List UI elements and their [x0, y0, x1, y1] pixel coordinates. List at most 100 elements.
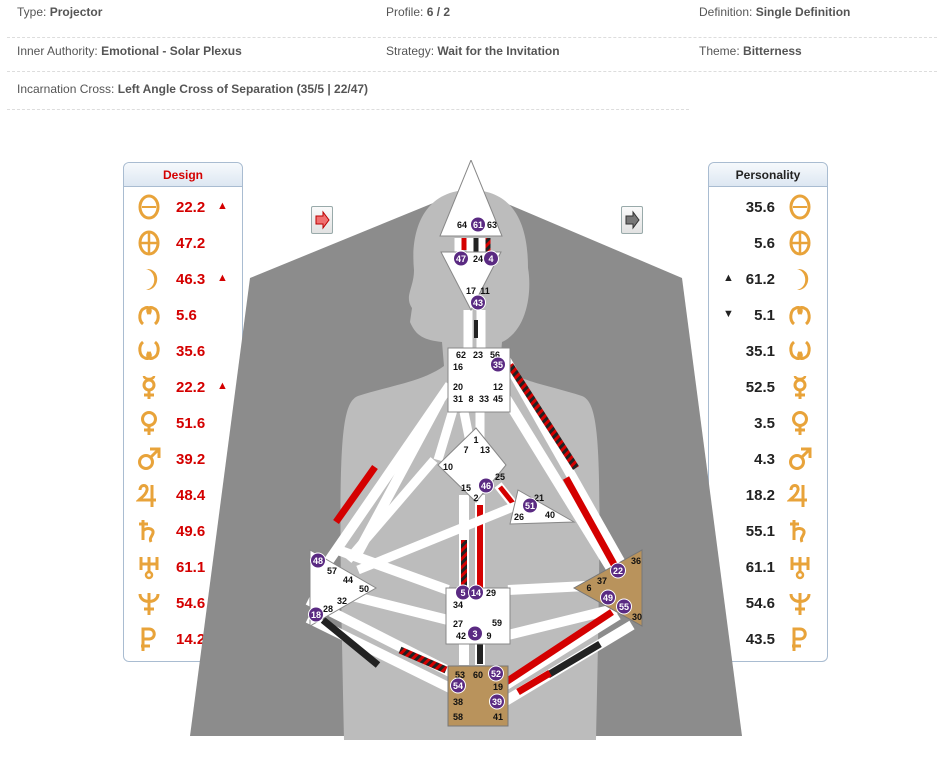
svg-text:23: 23: [473, 350, 483, 360]
personality-gate-value: 43.5: [745, 631, 775, 648]
design-gate-value: 49.6: [176, 523, 206, 540]
svg-text:22: 22: [613, 566, 623, 576]
svg-text:2: 2: [473, 493, 478, 503]
personality-gate-value: 5.6: [754, 235, 775, 252]
gate-32: 32: [337, 596, 347, 606]
up-arrow-icon: ▲: [217, 380, 228, 392]
svg-text:25: 25: [495, 472, 505, 482]
gate-25: 25: [495, 472, 505, 482]
gate-62: 62: [456, 350, 466, 360]
gate-54: 54: [450, 677, 466, 694]
gate-22: 22: [610, 562, 626, 579]
svg-text:31: 31: [453, 394, 463, 404]
svg-text:21: 21: [534, 493, 544, 503]
personality-row: 4.3: [709, 443, 827, 477]
sun-icon: [138, 194, 160, 220]
type-field: Type: Projector: [17, 5, 103, 19]
design-next-button[interactable]: [311, 206, 333, 234]
ajna-center: [440, 251, 502, 312]
svg-text:8: 8: [468, 394, 473, 404]
design-row: 47.2: [124, 227, 242, 261]
design-row: 46.3▲: [124, 263, 242, 297]
svg-text:36: 36: [631, 556, 641, 566]
gate-23: 23: [473, 350, 483, 360]
down-arrow-icon: ▼: [723, 308, 734, 320]
jupiter-icon: [787, 484, 807, 507]
design-row: 48.4: [124, 479, 242, 513]
design-gate-value: 39.2: [176, 451, 206, 468]
gate-18: 18: [308, 606, 324, 623]
gate-52: 52: [488, 665, 504, 682]
personality-gate-value: 55.1: [745, 523, 775, 540]
gate-57: 57: [327, 566, 337, 576]
gate-36: 36: [631, 556, 641, 566]
gate-20: 20: [453, 382, 463, 392]
design-gate-value: 14.2: [176, 631, 206, 648]
profile-field: Profile: 6 / 2: [386, 5, 451, 19]
svg-text:40: 40: [545, 510, 555, 520]
svg-text:9: 9: [486, 631, 491, 641]
earth-icon: [138, 230, 160, 256]
design-row: 22.2▲: [124, 371, 242, 405]
gate-60: 60: [473, 670, 483, 680]
design-row: 39.2: [124, 443, 242, 477]
gate-29: 29: [486, 588, 496, 598]
design-row: 61.1: [124, 551, 242, 585]
svg-text:55: 55: [619, 602, 629, 612]
gate-63: 63: [487, 220, 497, 230]
saturn-icon: [790, 520, 806, 543]
personality-row: 55.1: [709, 515, 827, 549]
svg-text:50: 50: [359, 584, 369, 594]
gate-9: 9: [486, 631, 491, 641]
svg-text:32: 32: [337, 596, 347, 606]
gate-14: 14: [468, 584, 484, 601]
svg-text:4: 4: [488, 254, 493, 264]
svg-text:7: 7: [463, 445, 468, 455]
svg-text:41: 41: [493, 712, 503, 722]
gate-49: 49: [600, 589, 616, 606]
gate-17: 17: [466, 286, 476, 296]
gate-41: 41: [493, 712, 503, 722]
gate-46: 46: [478, 477, 494, 494]
earth-icon: [789, 230, 811, 256]
personality-row: 35.6: [709, 191, 827, 225]
gate-12: 12: [493, 382, 503, 392]
arrow-right-icon: [625, 210, 640, 230]
svg-text:38: 38: [453, 697, 463, 707]
gate-15: 15: [461, 483, 471, 493]
gate-30: 30: [632, 612, 642, 622]
neptune-icon: [138, 593, 160, 615]
definition-field: Definition: Single Definition: [699, 5, 851, 19]
south-node-icon: [138, 340, 160, 360]
personality-gate-value: 18.2: [745, 487, 775, 504]
gate-2: 2: [473, 493, 478, 503]
design-gate-value: 48.4: [176, 487, 206, 504]
personality-gate-value: 5.1: [754, 307, 775, 324]
svg-text:58: 58: [453, 712, 463, 722]
svg-text:37: 37: [597, 576, 607, 586]
svg-text:19: 19: [493, 682, 503, 692]
svg-text:39: 39: [492, 697, 502, 707]
svg-text:6: 6: [586, 583, 591, 593]
uranus-icon: [139, 557, 159, 580]
incarnation-cross-field: Incarnation Cross: Left Angle Cross of S…: [17, 82, 369, 96]
sun-icon: [789, 194, 811, 220]
svg-text:54: 54: [453, 681, 463, 691]
personality-row: 3.5: [709, 407, 827, 441]
svg-text:62: 62: [456, 350, 466, 360]
design-gate-value: 54.6: [176, 595, 206, 612]
gate-48: 48: [310, 552, 326, 569]
svg-text:10: 10: [443, 462, 453, 472]
mercury-icon: [793, 375, 807, 399]
gate-56: 56: [490, 350, 500, 360]
svg-text:45: 45: [493, 394, 503, 404]
spleen-center: [309, 549, 378, 627]
gate-33: 33: [479, 394, 489, 404]
personality-next-button[interactable]: [621, 206, 643, 234]
personality-gate-value: 52.5: [745, 379, 775, 396]
personality-row: 5.6: [709, 227, 827, 261]
gate-19: 19: [493, 682, 503, 692]
heart-center: [509, 489, 576, 525]
